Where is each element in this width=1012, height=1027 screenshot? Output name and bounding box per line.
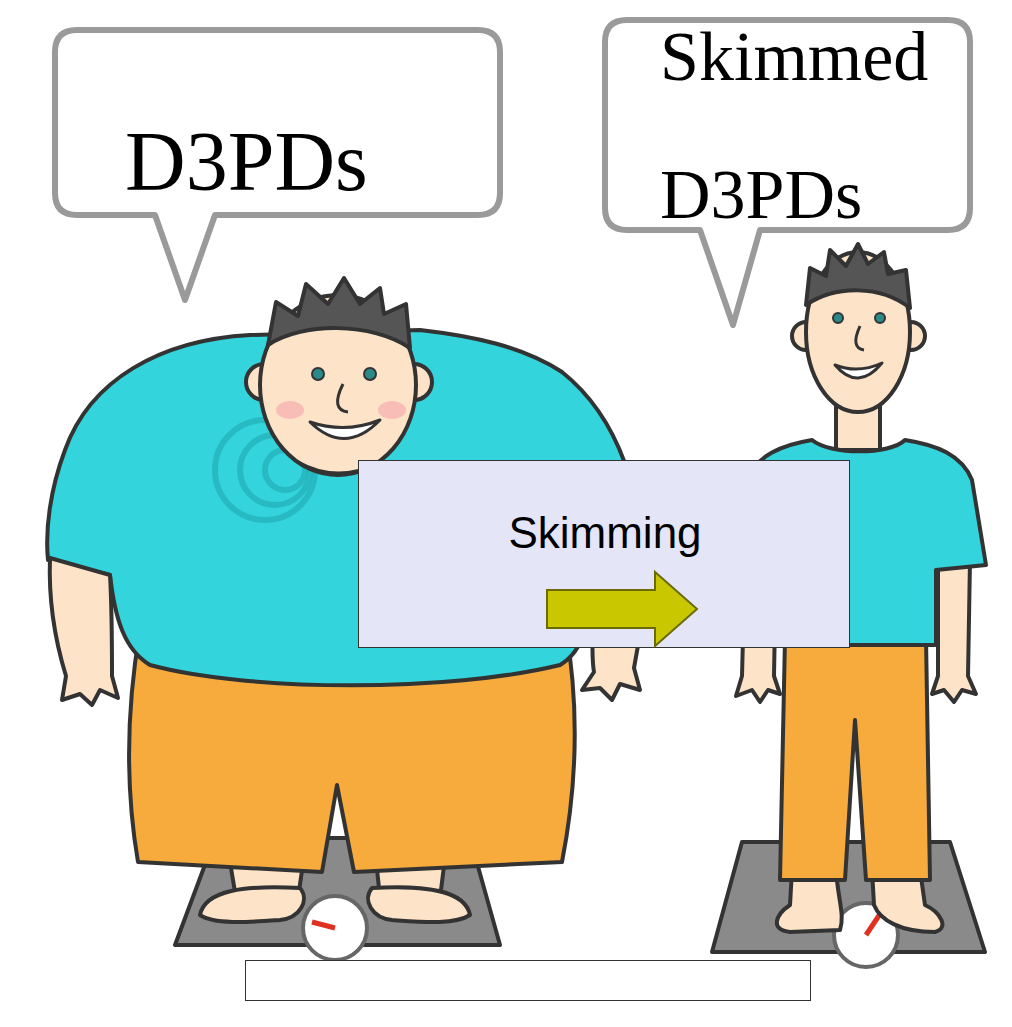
empty-caption-box — [246, 961, 811, 1001]
scale-needle — [866, 914, 880, 935]
scale-dial — [303, 896, 367, 960]
hair — [806, 244, 910, 308]
node-label: Skimming — [359, 508, 851, 558]
arm — [932, 560, 976, 702]
nose — [338, 384, 348, 412]
mouth — [835, 363, 882, 378]
foot — [200, 887, 304, 922]
cheek — [276, 401, 304, 419]
scale-needle — [312, 922, 335, 928]
speech-bubble: D3PDs — [55, 30, 500, 215]
node-label: D3PDs — [125, 112, 485, 212]
bubble-shape — [55, 30, 500, 300]
arm — [50, 558, 118, 705]
process-box: Skimming — [358, 460, 850, 648]
eye — [833, 313, 843, 323]
process-arrow — [547, 572, 697, 646]
hair — [268, 278, 410, 348]
speech-bubble: Skimmed D3PDs — [605, 20, 970, 230]
pants — [780, 638, 930, 880]
eye — [312, 368, 324, 380]
eye — [364, 368, 376, 380]
node-label: Skimmed D3PDs — [660, 0, 960, 264]
nose — [856, 326, 864, 350]
foot — [368, 887, 470, 922]
cheek — [378, 401, 406, 419]
mouth — [310, 420, 380, 439]
eye — [875, 313, 885, 323]
